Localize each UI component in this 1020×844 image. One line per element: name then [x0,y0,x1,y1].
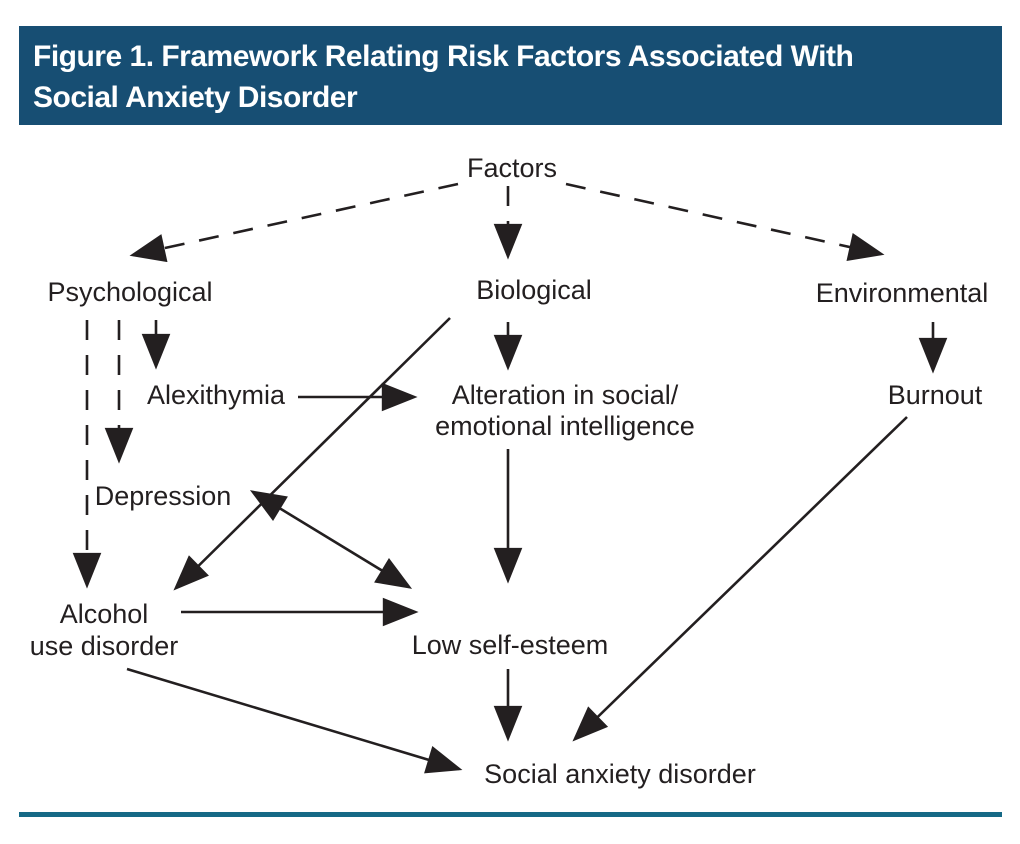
edge-alcohol-social-anxiety-disorder [126,667,463,774]
node-alteration-line-2: emotional intelligence [435,411,695,441]
bottom-rule [19,812,1002,817]
node-alcohol-line-2: use disorder [30,631,179,661]
node-depression: Depression [95,481,232,511]
node-social-anxiety-disorder: Social anxiety disorder [484,759,756,789]
figure-title-line-1: Figure 1. Framework Relating Risk Factor… [33,40,854,73]
node-environmental: Environmental [816,278,989,308]
node-factors: Factors [467,153,557,183]
edge-factors-psychological [129,182,459,263]
node-burnout: Burnout [888,380,983,410]
node-low-self-esteem: Low self-esteem [412,630,609,660]
figure-title-bar: Figure 1. Framework Relating Risk Factor… [19,26,1002,125]
figure-title-line-2: Social Anxiety Disorder [33,81,358,114]
edge-burnout-social-anxiety-disorder [572,416,908,742]
node-biological: Biological [476,275,592,305]
edge-biological-alcohol [173,317,451,591]
node-alexithymia: Alexithymia [147,380,286,410]
node-alcohol-line-1: Alcohol [60,599,149,629]
edge-depression-low-self-esteem-bidirectional [249,490,413,589]
node-psychological: Psychological [47,277,212,307]
edge-factors-environmental [565,182,885,261]
node-alteration-line-1: Alteration in social/ [452,380,679,410]
